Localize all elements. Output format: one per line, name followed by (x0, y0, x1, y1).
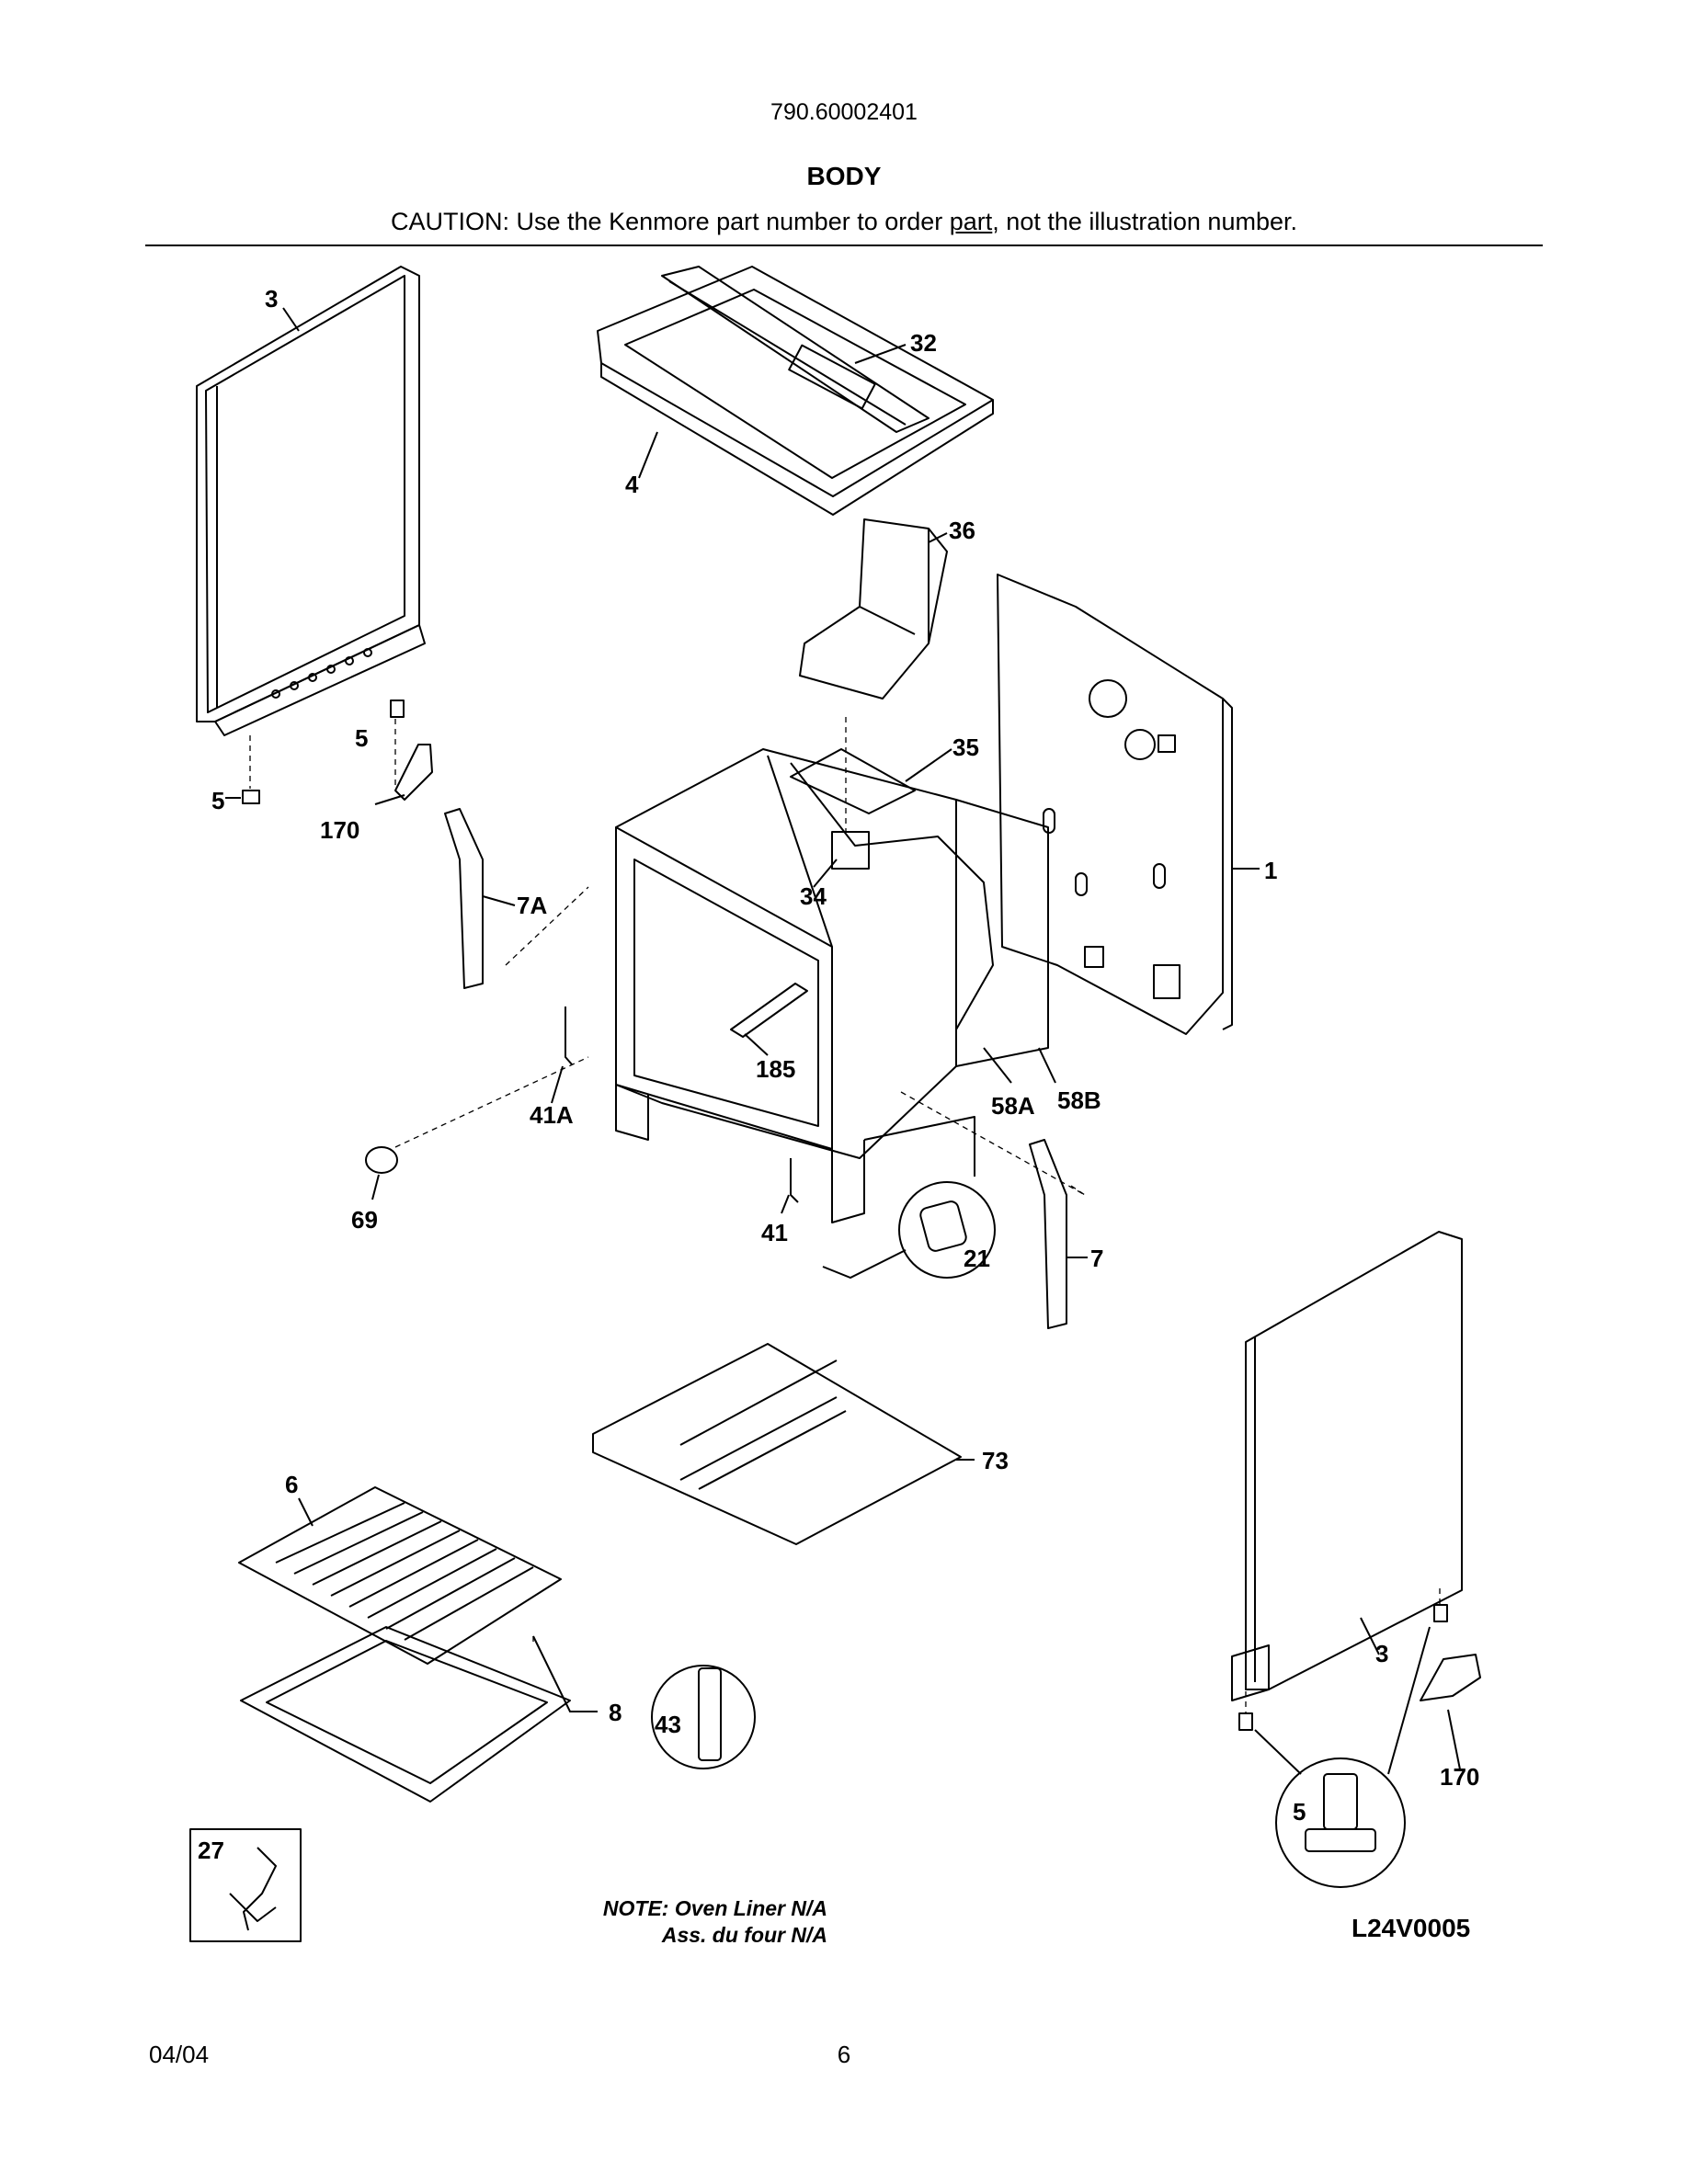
detail-circle-21 (898, 1181, 996, 1279)
callout-8: 8 (609, 1699, 622, 1726)
callout-43: 43 (655, 1711, 681, 1738)
leader-lines (225, 307, 1461, 1775)
callout-58b: 58B (1057, 1086, 1101, 1114)
oven-body (615, 748, 1049, 1223)
right-side-panel (1231, 1231, 1463, 1701)
caution-prefix: CAUTION: Use the Kenmore part number to … (391, 208, 950, 235)
model-number: 790.60002401 (770, 99, 918, 125)
note-oven-liner-en: NOTE: Oven Liner N/A (602, 1896, 827, 1920)
left-side-panel (196, 266, 426, 736)
callout-4: 4 (625, 471, 639, 498)
vent-plate (790, 748, 916, 814)
callout-7a: 7A (517, 892, 547, 919)
callout-69: 69 (351, 1206, 378, 1234)
callout-36: 36 (949, 517, 975, 544)
callout-32: 32 (910, 329, 937, 357)
right-hinge-receiver (1029, 1139, 1067, 1329)
page-number: 6 (837, 2041, 851, 2068)
callout-5-lower: 5 (211, 787, 224, 814)
callout-21: 21 (964, 1245, 990, 1272)
header-divider (145, 245, 1543, 246)
oven-bottom (240, 1626, 571, 1803)
bottom-panel (592, 1343, 962, 1545)
callout-41: 41 (761, 1219, 788, 1246)
caution-suffix: , not the illustration number. (992, 208, 1297, 235)
callout-73: 73 (982, 1447, 1009, 1474)
callout-34: 34 (800, 882, 827, 910)
callout-27: 27 (198, 1837, 224, 1864)
callout-185: 185 (756, 1055, 795, 1083)
callout-5-upper: 5 (355, 724, 368, 752)
callout-5-detail: 5 (1293, 1798, 1306, 1826)
callout-3-right: 3 (1375, 1640, 1388, 1667)
door-stop-41a (565, 1007, 573, 1065)
figure-code: L24V0005 (1352, 1914, 1471, 1942)
callout-1: 1 (1264, 857, 1277, 884)
anti-tip-bracket-right (1420, 1654, 1481, 1701)
back-panel (997, 574, 1233, 1035)
note-oven-liner-fr: Ass. du four N/A (661, 1923, 827, 1947)
handle-bracket (730, 983, 808, 1038)
oven-vent (831, 831, 870, 870)
detail-circle-43 (651, 1665, 756, 1769)
left-hinge-receiver (444, 808, 484, 989)
caution-part-word: part (949, 208, 993, 235)
page-title: BODY (806, 162, 882, 190)
callout-35: 35 (952, 734, 979, 761)
top-frame (597, 266, 994, 516)
callout-41a: 41A (530, 1101, 574, 1129)
top-brace (661, 266, 930, 433)
callout-170-left: 170 (320, 816, 359, 844)
callout-3-left: 3 (265, 285, 278, 313)
leveling-leg-small (242, 700, 1448, 1731)
detail-circle-5 (1275, 1757, 1406, 1888)
callout-6: 6 (285, 1471, 298, 1498)
detail-box-27 (189, 1828, 302, 1942)
door-stop-41 (790, 1158, 799, 1203)
oven-rack (238, 1486, 562, 1665)
footer-date: 04/04 (149, 2041, 210, 2068)
callout-7: 7 (1090, 1245, 1103, 1272)
callout-58a: 58A (991, 1092, 1035, 1120)
callout-170-right: 170 (1440, 1763, 1479, 1791)
caution-text: CAUTION: Use the Kenmore part number to … (0, 208, 1688, 236)
anti-tip-bracket-left (394, 744, 433, 801)
alignment-lines (249, 717, 1441, 1713)
flue-duct (799, 518, 948, 700)
light-lens (365, 1146, 398, 1174)
